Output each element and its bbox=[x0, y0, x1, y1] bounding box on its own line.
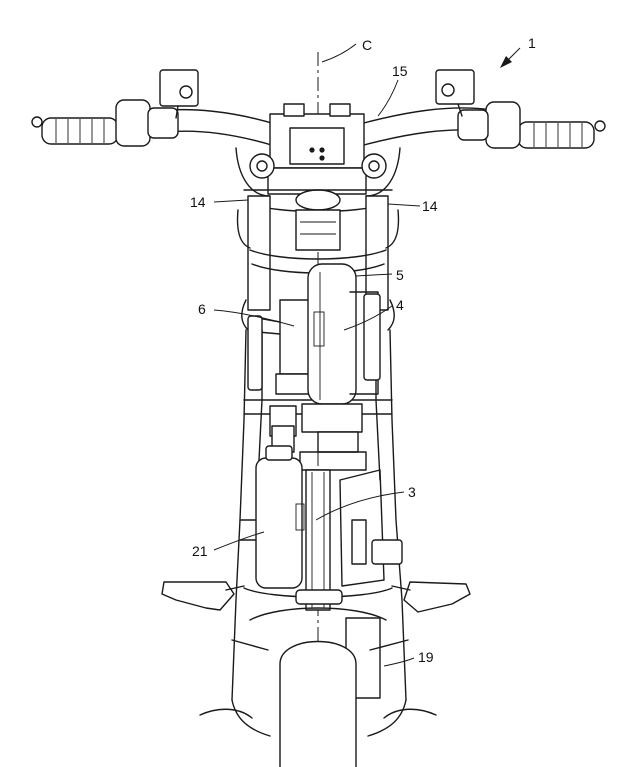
leader-14-left bbox=[213, 199, 249, 203]
leader-21 bbox=[213, 531, 265, 551]
label-6: 6 bbox=[198, 301, 206, 317]
part-3-shaft bbox=[305, 469, 331, 611]
part-4-cylinder bbox=[307, 263, 381, 405]
label-14-left: 14 bbox=[190, 194, 206, 210]
part-21-housing bbox=[239, 445, 305, 589]
triple-clamp bbox=[235, 147, 401, 213]
arrowhead-1 bbox=[500, 56, 512, 68]
label-1: 1 bbox=[528, 35, 536, 51]
part-6-box bbox=[247, 299, 317, 395]
leader-c bbox=[321, 43, 357, 63]
label-21: 21 bbox=[192, 543, 208, 559]
right-side-components bbox=[339, 469, 403, 587]
leader-15 bbox=[377, 79, 399, 117]
leader-5 bbox=[355, 273, 393, 277]
footrest-left bbox=[161, 581, 245, 611]
label-19: 19 bbox=[418, 649, 434, 665]
leader-19 bbox=[383, 657, 415, 667]
label-3: 3 bbox=[408, 484, 416, 500]
label-5: 5 bbox=[396, 267, 404, 283]
label-c: C bbox=[362, 37, 372, 53]
fork-tube-left bbox=[236, 195, 271, 331]
footrest-right bbox=[391, 581, 471, 613]
left-grip bbox=[31, 69, 199, 147]
right-grip bbox=[435, 69, 606, 149]
label-4: 4 bbox=[396, 297, 404, 313]
leader-14-right bbox=[387, 203, 421, 207]
leader-6 bbox=[213, 309, 295, 327]
steering-stem bbox=[249, 209, 387, 274]
part-19-wheel bbox=[199, 639, 437, 767]
label-14-right: 14 bbox=[422, 198, 438, 214]
cylinder-mount bbox=[299, 403, 367, 471]
handlebar-clamp bbox=[267, 103, 367, 211]
leader-3 bbox=[315, 491, 405, 521]
label-15: 15 bbox=[392, 63, 408, 79]
leader-4 bbox=[343, 305, 393, 331]
